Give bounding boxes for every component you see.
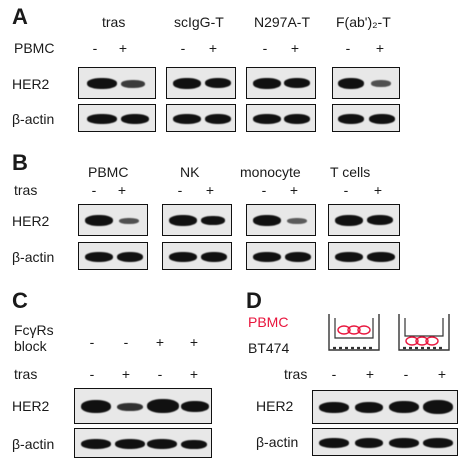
panel-c-tras-sign: +	[121, 366, 131, 382]
panel-d-actin-blot	[312, 428, 458, 456]
panel-c-actin-label: β-actin	[12, 436, 55, 452]
panel-d-actin-label: β-actin	[256, 434, 299, 450]
panel-b-col-tcells: T cells	[330, 164, 371, 180]
panel-a-sign: -	[180, 40, 186, 56]
panel-a-her2-blot-n297a	[246, 67, 316, 99]
panel-b-col-pbmc: PBMC	[88, 164, 129, 180]
panel-a-sign: -	[92, 40, 98, 56]
panel-a-letter: A	[12, 4, 28, 29]
panel-d-her2-blot	[312, 390, 458, 424]
panel-b-actin-label: β-actin	[12, 249, 55, 265]
panel-a-actin-blot-n297a	[246, 104, 316, 132]
panel-a-col-n297a: N297A-T	[254, 14, 311, 30]
panel-b-her2-blot-tcells	[328, 204, 400, 236]
panel-c-block-sign: +	[189, 334, 199, 350]
panel-b-col-monocyte: monocyte	[240, 164, 301, 180]
panel-b-actin-blot-pbmc	[78, 242, 148, 270]
panel-a-sign: +	[290, 40, 300, 56]
panel-b-sign: -	[261, 182, 267, 198]
panel-b-row-label-tras: tras	[14, 182, 38, 198]
panel-c-her2-label: HER2	[12, 398, 50, 414]
panel-a-her2-blot-tras	[78, 67, 156, 99]
panel-b-actin-blot-nk	[162, 242, 232, 270]
panel-c-her2-blot	[74, 388, 212, 424]
panel-a-actin-label: β-actin	[12, 111, 55, 127]
panel-c-block-sign: -	[89, 334, 95, 350]
panel-b-her2-blot-nk	[162, 204, 232, 236]
panel-a-sign: -	[345, 40, 351, 56]
panel-a-col-tras: tras	[102, 14, 126, 30]
panel-b-her2-label: HER2	[12, 213, 50, 229]
panel-c-tras-label: tras	[14, 366, 38, 382]
panel-b-col-nk: NK	[180, 164, 200, 180]
panel-d-pbmc-label: PBMC	[248, 314, 289, 330]
panel-a-row-label-pbmc: PBMC	[14, 40, 55, 56]
panel-a-actin-blot-fab	[332, 104, 400, 132]
panel-c-tras-sign: +	[189, 366, 199, 382]
panel-c-block-sign: -	[123, 334, 129, 350]
panel-c-block-sign: +	[155, 334, 165, 350]
panel-d-sign: +	[365, 366, 375, 382]
panel-b-sign: +	[117, 182, 127, 198]
panel-a-col-scigg: scIgG-T	[174, 14, 224, 30]
panel-a-sign: +	[375, 40, 385, 56]
panel-a-actin-blot-tras	[78, 104, 156, 132]
panel-d-sign: +	[437, 366, 447, 382]
panel-c-fcgr-label: FcγRs	[14, 322, 54, 338]
direct-contact-well-icon	[398, 314, 450, 351]
panel-b-sign: -	[343, 182, 349, 198]
panel-d-sign: -	[331, 366, 337, 382]
panel-b-sign: +	[373, 182, 383, 198]
panel-a-her2-label: HER2	[12, 76, 50, 92]
panel-c-block-label: block	[14, 338, 47, 354]
panel-b-sign: -	[177, 182, 183, 198]
panel-c-tras-sign: -	[89, 366, 95, 382]
panel-d-bt474-label: BT474	[248, 340, 290, 356]
panel-b-sign: +	[205, 182, 215, 198]
panel-a-her2-blot-scigg	[166, 67, 236, 99]
panel-b-actin-blot-tcells	[328, 242, 400, 270]
panel-b-sign: +	[289, 182, 299, 198]
panel-c-letter: C	[12, 288, 28, 313]
panel-d-letter: D	[246, 288, 262, 313]
panel-a-sign: +	[118, 40, 128, 56]
panel-b-letter: B	[12, 150, 28, 175]
panel-d-her2-label: HER2	[256, 398, 294, 414]
panel-a-col-fab: F(ab')₂-T	[336, 14, 391, 30]
transwell-insert-icon	[328, 314, 380, 351]
panel-b-her2-blot-monocyte	[246, 204, 316, 236]
panel-a-sign: +	[208, 40, 218, 56]
panel-c-actin-blot	[74, 428, 212, 458]
panel-b-actin-blot-monocyte	[246, 242, 316, 270]
panel-c-tras-sign: -	[157, 366, 163, 382]
panel-a-actin-blot-scigg	[166, 104, 236, 132]
panel-d-sign: -	[403, 366, 409, 382]
panel-a-sign: -	[262, 40, 268, 56]
panel-b-sign: -	[91, 182, 97, 198]
panel-d-tras-label: tras	[284, 366, 308, 382]
panel-a-her2-blot-fab	[332, 67, 400, 99]
panel-b-her2-blot-pbmc	[78, 204, 148, 236]
